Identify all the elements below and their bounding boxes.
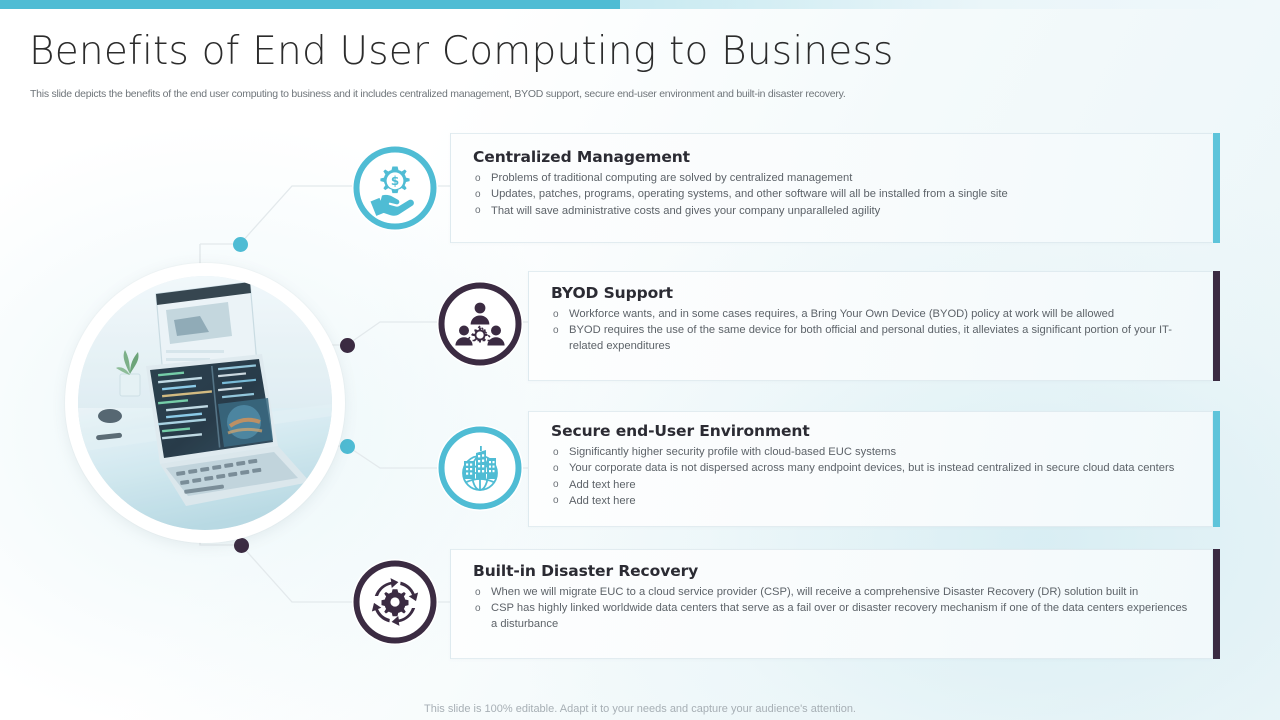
connector-node-3 [340, 439, 355, 454]
benefit-bullet: Updates, patches, programs, operating sy… [473, 187, 1194, 203]
panel-accent-bar-4 [1213, 549, 1220, 659]
benefit-bullet: Significantly higher security profile wi… [551, 445, 1194, 461]
top-accent-bar-fade [620, 0, 1280, 9]
benefit-bullet: Workforce wants, and in some cases requi… [551, 307, 1194, 323]
page-title: Benefits of End User Computing to Busine… [29, 29, 894, 74]
benefit-panel-byod-support[interactable]: BYOD Support Workforce wants, and in som… [528, 271, 1212, 381]
hero-photo [78, 276, 332, 530]
benefit-title: Built-in Disaster Recovery [473, 562, 699, 580]
people-network-gear-icon [438, 282, 522, 366]
panel-accent-bar-3 [1213, 411, 1220, 527]
benefit-bullet-list: Significantly higher security profile wi… [551, 445, 1194, 510]
hero-photo-circle [65, 263, 345, 543]
benefit-bullet: Your corporate data is not dispersed acr… [551, 461, 1194, 477]
hand-holding-gear-dollar-icon: $ [353, 146, 437, 230]
connector-node-4 [234, 538, 249, 553]
benefit-bullet: When we will migrate EUC to a cloud serv… [473, 585, 1194, 601]
benefit-title: Centralized Management [473, 148, 690, 166]
footer-note: This slide is 100% editable. Adapt it to… [424, 703, 856, 715]
connector-node-2 [340, 338, 355, 353]
benefit-bullet: That will save administrative costs and … [473, 203, 1194, 220]
benefit-bullet: CSP has highly linked worldwide data cen… [473, 601, 1194, 633]
page-subtitle: This slide depicts the benefits of the e… [30, 88, 846, 100]
benefit-bullet: Add text here [551, 493, 1194, 510]
benefit-panel-secure-end-user-environment[interactable]: Secure end-User Environment Significantl… [528, 411, 1212, 527]
icon-badge-secure-end-user-environment[interactable] [437, 425, 523, 511]
icon-badge-byod-support[interactable] [437, 281, 523, 367]
benefit-bullet-list: When we will migrate EUC to a cloud serv… [473, 585, 1194, 633]
icon-badge-built-in-disaster-recovery[interactable] [352, 559, 438, 645]
benefit-bullet: Problems of traditional computing are so… [473, 171, 1194, 187]
connector-node-1 [233, 237, 248, 252]
benefit-title: Secure end-User Environment [551, 422, 810, 440]
benefit-title: BYOD Support [551, 284, 673, 302]
panel-accent-bar-1 [1213, 133, 1220, 243]
top-accent-bar [0, 0, 620, 9]
benefit-bullet: Add text here [551, 477, 1194, 494]
benefit-panel-centralized-management[interactable]: Centralized Management Problems of tradi… [450, 133, 1212, 243]
benefit-panel-built-in-disaster-recovery[interactable]: Built-in Disaster Recovery When we will … [450, 549, 1212, 659]
buildings-globe-icon [438, 426, 522, 510]
gear-recovery-arrows-icon [353, 560, 437, 644]
benefit-bullet: BYOD requires the use of the same device… [551, 323, 1194, 355]
benefit-bullet-list: Problems of traditional computing are so… [473, 171, 1194, 219]
icon-badge-centralized-management[interactable]: $ [352, 145, 438, 231]
benefit-bullet-list: Workforce wants, and in some cases requi… [551, 307, 1194, 355]
panel-accent-bar-2 [1213, 271, 1220, 381]
svg-text:$: $ [391, 174, 399, 188]
